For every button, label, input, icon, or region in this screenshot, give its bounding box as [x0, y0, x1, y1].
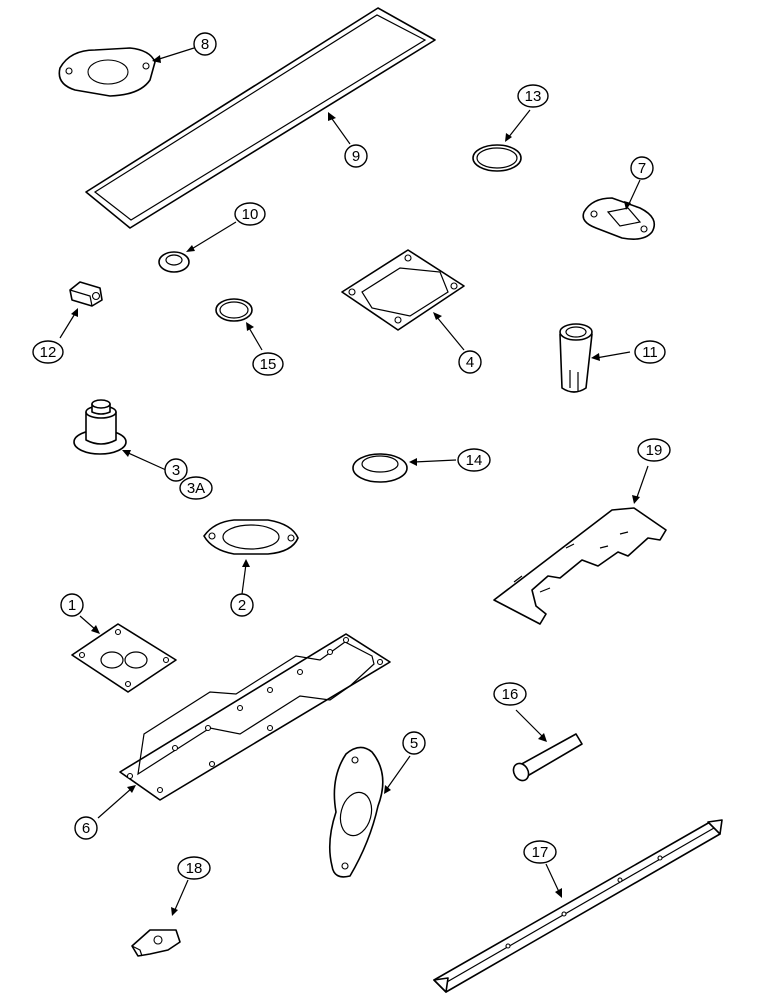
callout-12: 12 — [32, 340, 64, 364]
svg-text:15: 15 — [260, 356, 277, 373]
svg-text:16: 16 — [502, 686, 519, 703]
callout-11: 11 — [634, 340, 666, 364]
callout-10: 10 — [234, 202, 266, 226]
svg-text:13: 13 — [525, 88, 542, 105]
part-14-ring — [352, 453, 408, 483]
part-7-small-gasket — [582, 197, 656, 240]
part-12-clip — [69, 281, 103, 307]
callout-8: 8 — [193, 32, 217, 56]
svg-text:5: 5 — [410, 735, 418, 752]
svg-text:8: 8 — [201, 36, 209, 53]
callout-3: 3 — [164, 458, 188, 482]
callout-15: 15 — [252, 352, 284, 376]
svg-text:12: 12 — [40, 344, 57, 361]
svg-text:2: 2 — [238, 597, 246, 614]
svg-text:10: 10 — [242, 206, 259, 223]
svg-text:3: 3 — [172, 462, 180, 479]
part-10-washer — [158, 251, 190, 273]
callout-13: 13 — [517, 84, 549, 108]
part-1-plate — [71, 623, 177, 693]
part-3-plug — [73, 399, 127, 455]
svg-text:6: 6 — [82, 820, 90, 837]
callout-1: 1 — [60, 593, 84, 617]
part-17-channel — [433, 819, 723, 993]
callout-6: 6 — [74, 816, 98, 840]
callout-9: 9 — [344, 144, 368, 168]
svg-text:18: 18 — [186, 860, 203, 877]
svg-text:3A: 3A — [187, 480, 205, 497]
svg-text:1: 1 — [68, 597, 76, 614]
callout-3a: 3A — [179, 476, 213, 500]
callout-16: 16 — [493, 682, 527, 706]
part-5-lobed-gasket — [328, 746, 384, 878]
part-11-sleeve — [559, 323, 593, 393]
part-4-square-gasket — [341, 249, 465, 331]
part-18-bracket — [131, 929, 181, 957]
part-9-rectangular-gasket — [85, 7, 436, 229]
svg-text:19: 19 — [646, 442, 663, 459]
callout-14: 14 — [457, 448, 491, 472]
svg-text:9: 9 — [352, 148, 360, 165]
part-8-flange-gasket — [58, 47, 156, 97]
callout-17: 17 — [523, 840, 557, 864]
callout-2: 2 — [230, 593, 254, 617]
svg-text:17: 17 — [532, 844, 549, 861]
leader-lines — [59, 47, 649, 916]
svg-text:7: 7 — [638, 160, 646, 177]
part-6-long-gasket — [119, 633, 391, 801]
callout-19: 19 — [637, 438, 671, 462]
part-19-stepped-gasket — [493, 507, 667, 625]
callout-18: 18 — [177, 856, 211, 880]
svg-text:14: 14 — [466, 452, 483, 469]
callout-4: 4 — [458, 350, 482, 374]
part-15-o-ring — [215, 298, 253, 322]
part-16-pin — [512, 733, 583, 782]
svg-text:11: 11 — [642, 344, 658, 361]
part-13-o-ring — [472, 144, 522, 172]
svg-text:4: 4 — [466, 354, 474, 371]
callout-5: 5 — [402, 731, 426, 755]
callout-7: 7 — [630, 156, 654, 180]
part-2-oval-gasket — [203, 519, 299, 555]
